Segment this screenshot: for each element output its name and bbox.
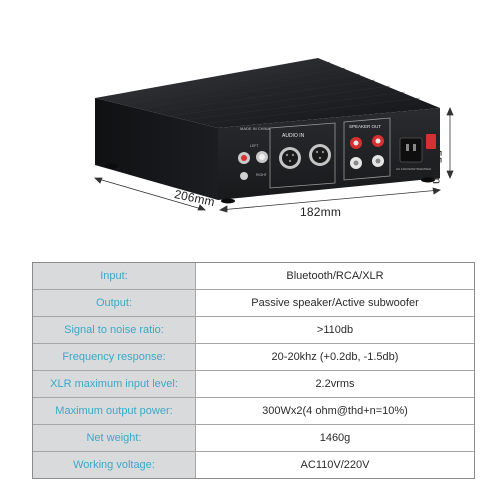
spec-label: Output:	[33, 290, 196, 316]
right-label: RIGHT	[256, 173, 268, 177]
xlr-jacks	[279, 144, 331, 169]
spec-value: 2.2vrms	[196, 371, 474, 397]
spec-row: Working voltage:AC110V/220V	[33, 452, 474, 478]
rca-jacks	[238, 151, 268, 180]
spec-label: Net weight:	[33, 425, 196, 451]
spec-value: 300Wx2(4 ohm@thd+n=10%)	[196, 398, 474, 424]
spec-value: AC110V/220V	[196, 452, 474, 478]
made-in-label: MADE IN CHINA	[240, 126, 271, 131]
spec-row: Signal to noise ratio:>110db	[33, 317, 474, 344]
spec-row: XLR maximum input level:2.2vrms	[33, 371, 474, 398]
spec-row: Output:Passive speaker/Active subwoofer	[33, 290, 474, 317]
height-dimension: 55mm	[430, 150, 444, 185]
speaker-out-label: SPEAKER OUT	[349, 124, 381, 129]
power-socket	[399, 137, 423, 163]
amplifier-illustration: AUDIO IN SPEAKER OUT MADE IN CHINA LEFT …	[94, 58, 454, 213]
spec-label: Maximum output power:	[33, 398, 196, 424]
width-dimension: 182mm	[300, 205, 342, 219]
spec-value: >110db	[196, 317, 474, 343]
spec-value: 20-20khz (+0.2db, -1.5db)	[196, 344, 474, 370]
spec-label: Input:	[33, 263, 196, 289]
spec-row: Net weight:1460g	[33, 425, 474, 452]
spec-label: Frequency response:	[33, 344, 196, 370]
dimension-lines	[94, 106, 454, 213]
power-switch	[426, 134, 436, 149]
device-left-side	[95, 98, 218, 200]
brushed-texture	[109, 61, 421, 125]
spec-label: Signal to noise ratio:	[33, 317, 196, 343]
spec-row: Maximum output power:300Wx2(4 ohm@thd+n=…	[33, 398, 474, 425]
spec-row: Input:Bluetooth/RCA/XLR	[33, 263, 474, 290]
spec-row: Frequency response:20-20khz (+0.2db, -1.…	[33, 344, 474, 371]
spec-value: Bluetooth/RCA/XLR	[196, 263, 474, 289]
product-image: AUDIO IN SPEAKER OUT MADE IN CHINA LEFT …	[94, 58, 454, 219]
spec-label: XLR maximum input level:	[33, 371, 196, 397]
spec-value: Passive speaker/Active subwoofer	[196, 290, 474, 316]
device-top	[95, 58, 440, 128]
audio-in-label: AUDIO IN	[282, 133, 305, 139]
spec-label: Working voltage:	[33, 452, 196, 478]
left-label: LEFT	[250, 144, 259, 148]
speaker-terminals	[350, 135, 384, 169]
voltage-label: AC 110V/220V 50Hz/60Hz	[396, 167, 432, 171]
spec-value: 1460g	[196, 425, 474, 451]
